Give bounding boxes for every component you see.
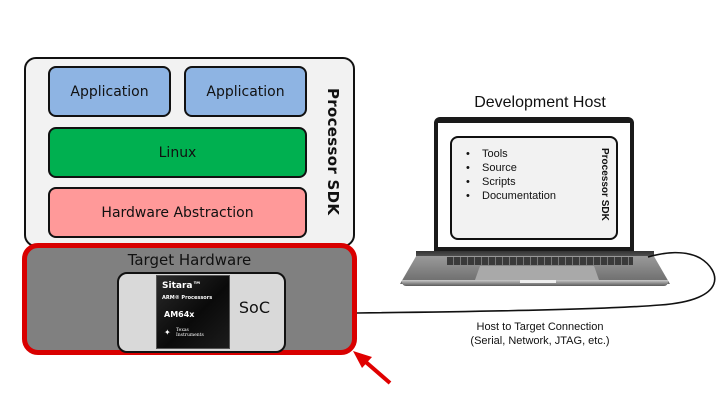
laptop-keyboard [447,257,633,265]
laptop-trackpad [475,266,599,280]
target-hardware-title: Target Hardware [127,251,252,269]
list-item: Documentation [466,189,556,203]
ti-logo-icon: ✦ [164,328,171,337]
host-processor-sdk-label: Processor SDK [599,148,610,221]
connection-label-line1: Host to Target Connection [476,321,604,333]
host-sdk-box: Tools Source Scripts Documentation Proce… [450,136,618,240]
hardware-abstraction-label: Hardware Abstraction [101,204,254,221]
application-layer-1: Application [48,66,171,117]
application-layer-2: Application [184,66,307,117]
processor-sdk-label-wrap: Processor SDK [316,59,350,245]
list-item: Scripts [466,175,556,189]
chip-subtitle: ARM® Processors [162,295,213,301]
hardware-abstraction-layer: Hardware Abstraction [48,187,307,238]
connection-label-line2: (Serial, Network, JTAG, etc.) [470,335,610,347]
laptop-notch [520,280,556,283]
list-item: Tools [466,147,556,161]
list-item: Source [466,161,556,175]
chip-maker-line2: Instruments [176,333,204,338]
connection-label: Host to Target Connection (Serial, Netwo… [440,320,640,348]
linux-layer: Linux [48,127,307,178]
soc-label: SoC [238,298,270,317]
host-sdk-list: Tools Source Scripts Documentation [466,147,556,203]
application-label: Application [206,83,285,100]
chip-brand: Sitara™ [162,281,202,291]
linux-label: Linux [158,144,197,161]
processor-sdk-stack: Application Application Linux Hardware A… [24,57,355,247]
target-hardware-box: Target Hardware Sitara™ ARM® Processors … [22,243,357,355]
processor-sdk-label: Processor SDK [324,88,342,216]
red-arrow-shaft [358,355,392,385]
application-label: Application [70,83,149,100]
chip-maker-line1: Texas [176,328,189,333]
development-host-title: Development Host [474,94,606,111]
red-arrow-head [353,351,372,368]
chip-part-number: AM64x [164,310,195,319]
